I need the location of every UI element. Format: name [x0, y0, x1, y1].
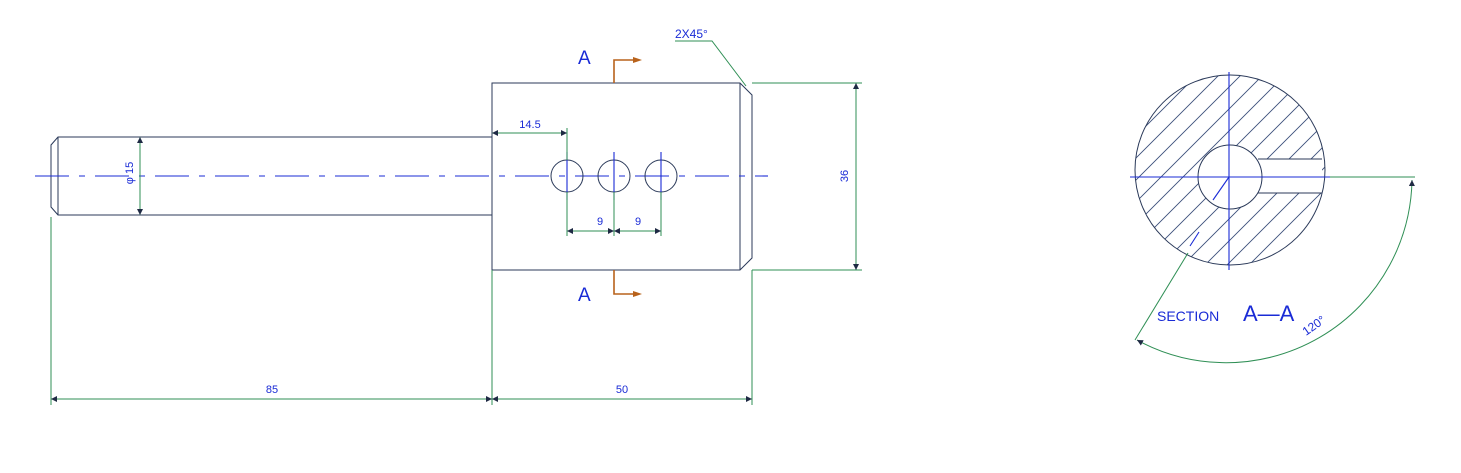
- hatch-line: [872, 50, 1112, 290]
- chamfer-leader: [675, 40, 747, 87]
- section-title-word: SECTION: [1157, 308, 1219, 324]
- hatch-line: [1356, 50, 1461, 290]
- angle-arc-120: [1136, 179, 1415, 364]
- section-arrow-top: [613, 57, 642, 83]
- hatch-line: [1135, 75, 1245, 265]
- hatch-line: [1135, 75, 1157, 265]
- hatch-line: [1135, 75, 1179, 265]
- section-marker-bottom: A: [578, 285, 591, 306]
- hatch-line: [894, 50, 1134, 290]
- chamfer-note: 2X45°: [675, 27, 708, 41]
- dim-label-dia15: φ 15: [124, 162, 136, 184]
- dim-label-pitch-2: 9: [635, 216, 641, 228]
- hatch-line: [1135, 75, 1267, 265]
- angle-ext-line-d: [1134, 252, 1189, 341]
- keyway-clear: [1258, 159, 1322, 193]
- section-radial-centerline: [1212, 176, 1230, 201]
- hatch-line: [1311, 75, 1326, 265]
- hatch-line: [1334, 50, 1461, 290]
- section-hatch: [850, 50, 1461, 290]
- hatch-line: [1135, 75, 1289, 265]
- section-arrow-bottom: [613, 270, 642, 297]
- front-view: A A 85 50 36 φ 15 14.5 9 9 2X45°: [35, 27, 862, 405]
- dim-label-pitch-1: 9: [597, 216, 603, 228]
- hatch-line: [1135, 75, 1223, 265]
- hatch-line: [850, 50, 1090, 290]
- hatch-line: [1135, 75, 1201, 265]
- section-marker-top: A: [578, 48, 591, 69]
- section-title-id: A—A: [1243, 301, 1295, 326]
- dim-label-50: 50: [616, 384, 628, 396]
- dim-label-36: 36: [839, 170, 851, 182]
- dim-label-14-5: 14.5: [519, 119, 540, 131]
- dim-label-85: 85: [266, 384, 278, 396]
- hatch-line: [1135, 75, 1326, 265]
- hatch-line: [1135, 75, 1311, 265]
- section-view: 120° SECTION A—A: [850, 50, 1461, 364]
